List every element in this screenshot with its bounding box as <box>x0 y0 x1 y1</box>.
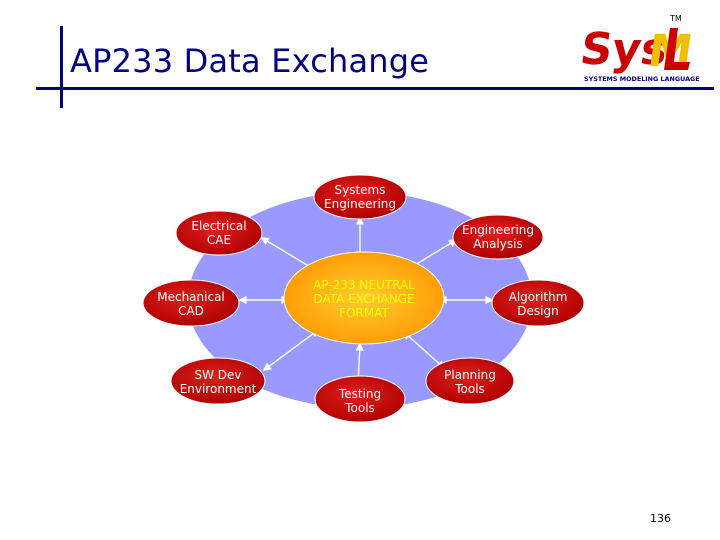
label-sw-dev-environment: SW Dev Environment <box>179 368 257 396</box>
label-planning-tools: Planning Tools <box>444 368 496 396</box>
svg-text:Sys: Sys <box>582 24 671 75</box>
node-testing-tools <box>314 375 406 423</box>
peripheral-nodes <box>142 174 585 423</box>
title-horizontal-bar <box>36 87 714 90</box>
node-mechanical-cad <box>142 279 240 327</box>
node-electrical-cae <box>175 210 263 256</box>
label-engineering-analysis: Engineering Analysis <box>462 223 534 251</box>
node-engineering-analysis <box>452 214 544 260</box>
title-vertical-bar <box>60 26 63 108</box>
center-label: AP-233 NEUTRAL DATA EXCHANGE FORMAT <box>313 278 415 320</box>
label-algorithm-design: Algorithm Design <box>508 290 568 318</box>
node-algorithm-design <box>491 279 585 327</box>
label-testing-tools: Testing Tools <box>338 387 382 415</box>
node-systems-engineering <box>313 174 407 220</box>
center-node <box>283 251 445 345</box>
arrow-sw-dev <box>262 329 320 371</box>
trademark-symbol: TM <box>670 14 682 23</box>
sysml-logo: Sys M TM SYSTEMS MODELING LANGUAGE <box>582 12 700 90</box>
logo-subtitle: SYSTEMS MODELING LANGUAGE <box>584 75 700 83</box>
node-planning-tools <box>425 357 515 405</box>
slide-title: AP233 Data Exchange <box>70 42 430 80</box>
node-sw-dev-environment <box>170 357 266 405</box>
label-electrical-cae: Electrical CAE <box>191 219 247 247</box>
label-mechanical-cad: Mechanical CAD <box>157 290 225 318</box>
page-number: 136 <box>650 512 671 525</box>
label-systems-engineering: Systems Engineering <box>324 183 396 211</box>
arrow-planning-tools <box>402 330 446 370</box>
